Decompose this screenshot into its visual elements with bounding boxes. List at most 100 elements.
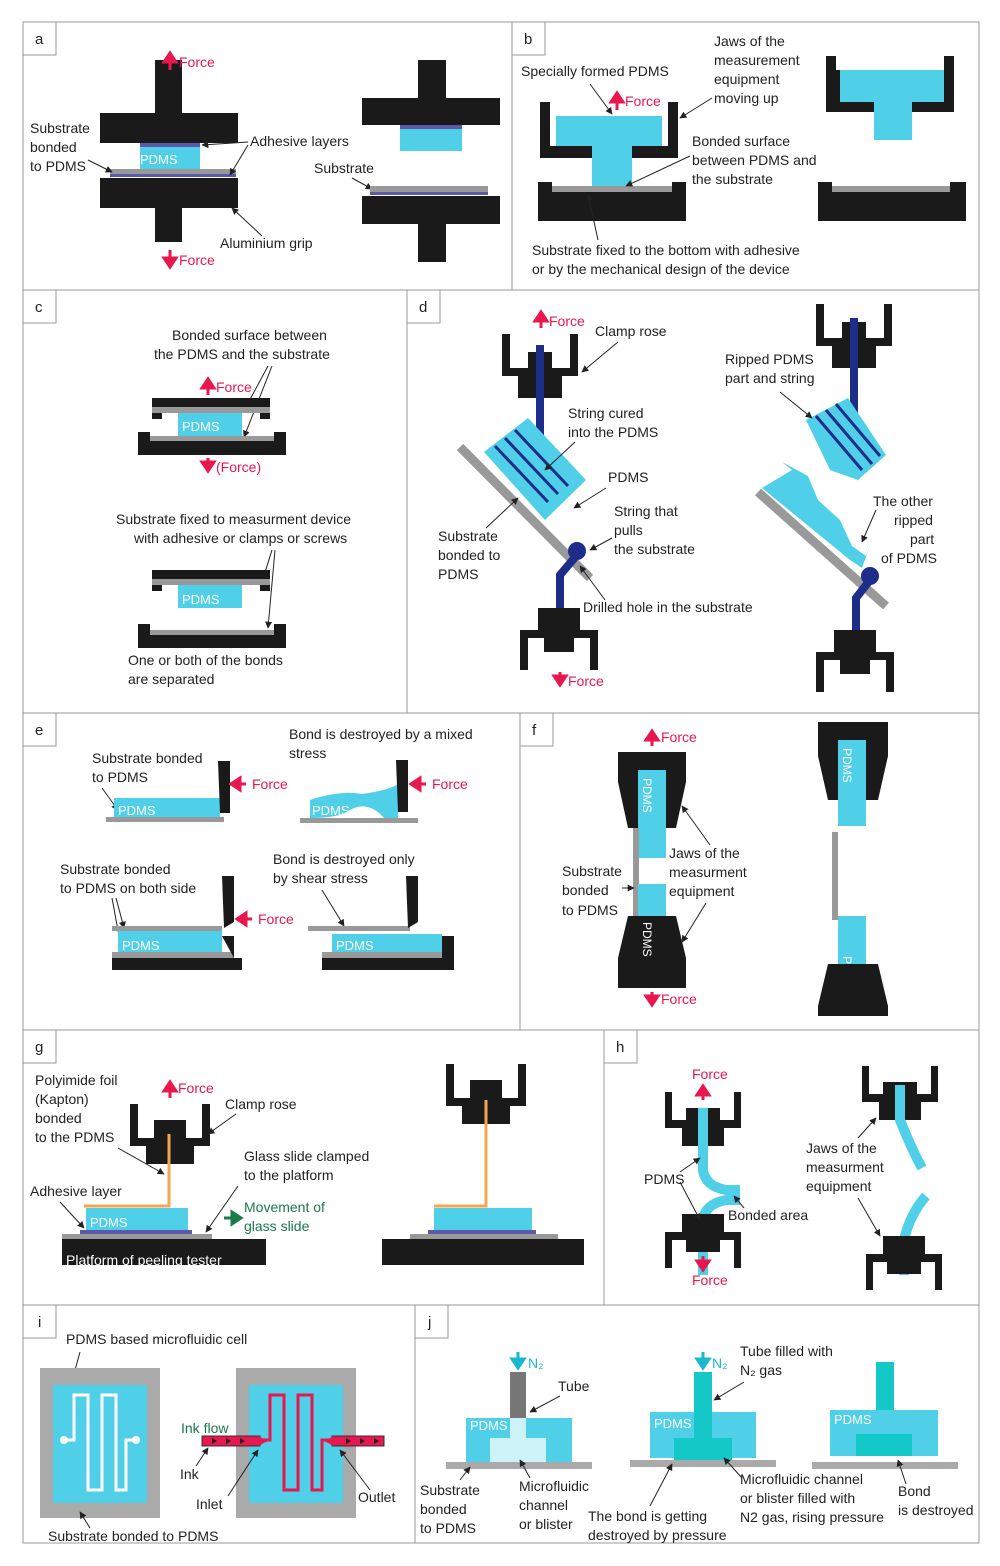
polyimide-foil-label-3: bonded [35,1110,82,1126]
blister-filled [674,1438,732,1460]
n2-arrow [694,1352,712,1371]
movement-arrow [224,1209,244,1227]
adhesive-bottom-separated [370,192,488,195]
pdms-t-stem [592,146,632,186]
substrate-bonded-label-3: to PDMS [420,1520,476,1536]
leader [201,141,249,149]
force-up-arrow [161,50,179,70]
pusher-blade-both [222,876,234,928]
top-clip-right [260,413,270,419]
panel-letter-d: d [419,299,427,316]
pusher-blade-shear [406,876,418,928]
pdms-label: PDMS [840,748,854,783]
adhesive-layer [80,1230,192,1234]
leader [585,193,599,241]
leader [679,1181,701,1221]
platform [62,1239,266,1265]
substrate-strip [633,828,639,916]
substrate-both-side-label-2: to PDMS on both side [60,880,196,896]
microfluidic-cell-label: PDMS based microfluidic cell [66,1331,247,1347]
pdms-block [178,413,242,436]
force-label: Force [252,776,288,792]
adhesive-layer-label: Adhesive layer [30,1183,122,1199]
force-up-label: Force [692,1066,728,1082]
tube-filled-label-2: N₂ gas [740,1362,782,1378]
string-cured-label: String cured [568,405,643,421]
fixture-both [112,936,242,970]
string-pulls-label: String that [614,503,678,519]
movement-label-2: glass slide [244,1218,310,1234]
force-up-arrow [643,728,661,746]
glass-slide-label-2: to the platform [244,1167,334,1183]
substrate-separated [370,186,488,192]
pdms-both [118,931,222,952]
glass-slide [62,1234,212,1239]
inlet-tip [258,1436,268,1446]
adhesive-layers-label: Adhesive layers [250,133,349,149]
pdms-label: PDMS [640,778,654,813]
channel-filled-label-2: or blister filled with [740,1490,855,1506]
leader [265,549,276,629]
leader [579,565,606,601]
substrate-bonded-label: Substrate [438,528,498,544]
substrate-bonded-label-2: bonded [562,882,609,898]
substrate-bonded-label-2: bonded [420,1501,467,1517]
bonded-surface-label: Bonded surface [692,133,790,149]
adhesive-layer-bottom [110,174,236,177]
panel-letter-f: f [532,722,537,739]
bottom-substrate-separated [150,630,274,635]
force-label: Force [258,911,294,927]
clamp-rose-label: Clamp rose [595,323,667,339]
microfluidic-channel-label: Microfluidic [519,1478,589,1494]
polyimide-foil-label: Polyimide foil [35,1072,117,1088]
substrate-bonded-label-3: to PDMS [562,902,618,918]
pdms-separated [400,129,462,151]
force-up-arrow [532,309,550,328]
inlet-label: Inlet [196,1496,223,1512]
adhesive-layer-right [428,1230,536,1234]
substrate-destroyed [812,1462,958,1469]
bottom-fixture [138,432,286,455]
ink-flow-label: Ink flow [181,1420,229,1436]
mixed-stress-label-2: stress [289,745,326,761]
panel-b: Specially formed PDMS Jaws of the measur… [521,33,966,277]
top-substrate [152,407,270,413]
pdms-cell [53,1385,147,1503]
shear-stress-label: Bond is destroyed only [273,851,415,867]
outlet-label: Outlet [358,1489,395,1505]
jaw-bottom-separated [818,964,888,1016]
bonded-surface-label: Bonded surface between [172,327,327,343]
polyimide-foil [84,1134,171,1208]
force-down-arrow [551,672,569,688]
leader [779,391,813,419]
force-down-arrow [694,1256,712,1273]
ripped-pdms-label-2: part and string [725,370,815,386]
bond-destroyed-pressure-label: The bond is getting [588,1508,707,1524]
force-up-arrow [161,1079,179,1098]
bonds-separated-label: One or both of the bonds [128,652,283,668]
substrate [446,1462,592,1469]
microfluidic-channel [64,1393,136,1492]
glass-slide-right [410,1234,558,1239]
force-down-arrow [643,992,661,1008]
leader [679,1157,701,1173]
bonds-separated-label-2: are separated [128,671,214,687]
strings-ripped [814,403,882,471]
pdms-deformed [310,784,398,818]
bonded-surface-label-3: the substrate [692,171,773,187]
bonded-area-label: Bonded area [728,1207,808,1223]
pdms-cell-ink [249,1385,343,1503]
force-down-label: Force [568,673,604,689]
leader [205,1185,239,1233]
leader [79,1511,91,1529]
jaws-label-3: equipment [806,1178,871,1194]
inlet-port [60,1436,68,1444]
ink-channel [260,1393,332,1492]
leader [625,155,691,187]
bond-destroyed-pressure-label-2: destroyed by pressure [588,1527,727,1543]
substrate-bonded-label: Substrate bonded to PDMS [48,1528,218,1544]
clamp-rose-right [446,1064,526,1124]
adhesive-top-separated [400,125,462,129]
substrate [552,186,672,192]
